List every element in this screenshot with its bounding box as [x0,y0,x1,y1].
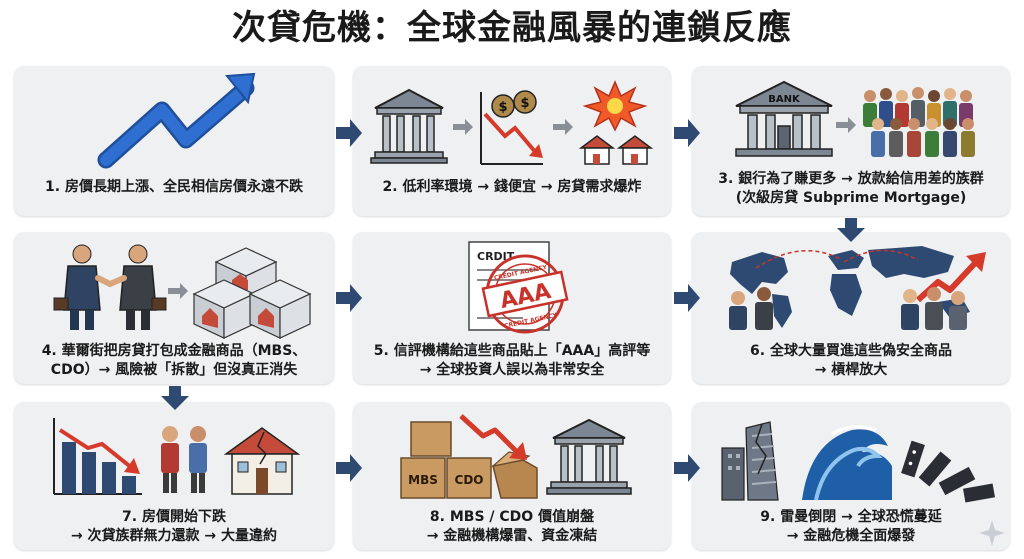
investors-group-icon [729,287,967,330]
step-card-2: $ $ 2. 低利率環境 → 錢便宜 → 房貸需求爆炸 [353,66,671,216]
gray-arrow-icon [453,119,473,135]
falling-rate-chart-icon: $ $ [480,90,543,165]
step-caption-4: 4. 華爾街把房貸打包成金融商品（MBS、 CDO）→ 風險被「拆散」但沒真正消… [20,342,328,380]
step-caption-line: 8. MBS / CDO 價值崩盤 [429,509,595,525]
flow-arrow-right-2-3 [674,119,700,147]
packaged-mortgages-boxes-icon [192,247,312,339]
cracked-house-icon [223,427,301,495]
dashed-flow-lines [755,249,919,269]
explosion-icon [582,80,648,132]
step-card-1: 1. 房價長期上漲、全民相信房價永遠不跌 [14,66,334,216]
gray-arrow-icon [168,283,188,299]
step-caption-7: 7. 房價開始下跌 → 次貸族群無力還款 → 大量違約 [20,508,328,546]
step-caption-line: 5. 信評機構給這些商品貼上「AAA」高評等 [373,343,651,359]
flow-arrow-right-4-5 [336,284,362,312]
handshake-bankers-icon [53,244,167,330]
step-caption-2: 2. 低利率環境 → 錢便宜 → 房貸需求爆炸 [359,178,665,197]
falling-dominoes-icon [901,440,995,503]
step-caption-line: 1. 房價長期上漲、全民相信房價永遠不跌 [45,179,303,195]
worried-homeowners-icon [161,426,207,493]
tsunami-wave-icon [802,425,892,501]
step-caption-line: 6. 全球大量買進這些偽安全商品 [750,343,952,359]
collapsing-skyscraper-icon [721,421,779,501]
frozen-bank-icon [546,418,632,495]
house-icon [578,135,654,165]
gray-arrow-icon [553,119,573,135]
box-label-cdo: CDO [455,473,484,487]
value-crash-arrow-icon [459,414,527,460]
page-title: 次貸危機：全球金融風暴的連鎖反應 [232,8,792,48]
step-card-3: BANK 3. 銀行為了賺更多 → 放款給信用差的族群 [692,66,1010,216]
flow-arrow-right-1-2 [336,119,362,147]
bank-building-icon: BANK [735,80,833,157]
flow-arrow-right-8-9 [674,454,700,482]
step-caption-line: 7. 房價開始下跌 [122,509,226,525]
step-caption-line: CDO）→ 風險被「拆散」但沒真正消失 [50,362,298,378]
step-caption-1: 1. 房價長期上漲、全民相信房價永遠不跌 [20,178,328,197]
step-caption-6: 6. 全球大量買進這些偽安全商品 → 槓桿放大 [698,342,1004,380]
central-bank-icon [370,88,448,164]
step-caption-3: 3. 銀行為了賺更多 → 放款給信用差的族群 (次級房貸 Subprime Mo… [698,170,1004,208]
step-caption-line: 4. 華爾街把房貸打包成金融商品（MBS、 [41,343,307,359]
svg-text:$: $ [520,96,529,111]
flow-arrow-down-3-6 [837,218,865,242]
step-caption-8: 8. MBS / CDO 價值崩盤 → 金融機構爆雷、資金凍結 [359,508,665,546]
step-card-8: MBS CDO 8. MBS / CDO 價值崩盤 → 金融機構爆雷、資金凍結 [353,402,671,550]
step-card-4: 4. 華爾街把房貸打包成金融商品（MBS、 CDO）→ 風險被「拆散」但沒真正消… [14,232,334,384]
step-caption-line: → 全球投資人誤以為非常安全 [419,362,605,378]
step-caption-line: 2. 低利率環境 → 錢便宜 → 房貸需求爆炸 [382,179,642,195]
step-caption-line: → 次貸族群無力還款 → 大量違約 [70,528,278,544]
box-label-mbs: MBS [408,473,438,487]
step-caption-9: 9. 雷曼倒閉 → 全球恐慌蔓延 → 金融危機全面爆發 [698,508,1004,546]
rising-trend-icon [97,72,256,169]
flow-arrow-down-4-7 [161,386,189,410]
step-card-6: 6. 全球大量買進這些偽安全商品 → 槓桿放大 [692,232,1010,384]
step-card-7: 7. 房價開始下跌 → 次貸族群無力還款 → 大量違約 [14,402,334,550]
step-caption-line: → 金融危機全面爆發 [786,528,916,544]
flow-arrow-right-5-6 [674,284,700,312]
flow-arrow-right-7-8 [336,454,362,482]
crowd-of-borrowers-icon [863,87,975,157]
step-card-9: 9. 雷曼倒閉 → 全球恐慌蔓延 → 金融危機全面爆發 [692,402,1010,550]
step-caption-line: → 金融機構爆雷、資金凍結 [426,528,598,544]
step-caption-line: 9. 雷曼倒閉 → 全球恐慌蔓延 [760,509,942,525]
svg-text:$: $ [498,100,507,115]
step-caption-5: 5. 信評機構給這些商品貼上「AAA」高評等 → 全球投資人誤以為非常安全 [359,342,665,380]
step-caption-line: 3. 銀行為了賺更多 → 放款給信用差的族群 [718,171,984,187]
sparkle-icon [979,520,1005,546]
step-caption-line: → 槓桿放大 [814,362,888,378]
step-card-5: CRDIT AAA CREDIT AGENCY CREDIT AGENCY 5.… [353,232,671,384]
world-map-icon [730,246,970,328]
falling-price-chart-icon [53,418,142,495]
gray-arrow-icon [836,117,856,133]
step-caption-line: (次級房貸 Subprime Mortgage) [735,190,967,206]
bank-label: BANK [768,94,801,105]
mbs-cdo-boxes-icon: MBS CDO [400,421,538,499]
